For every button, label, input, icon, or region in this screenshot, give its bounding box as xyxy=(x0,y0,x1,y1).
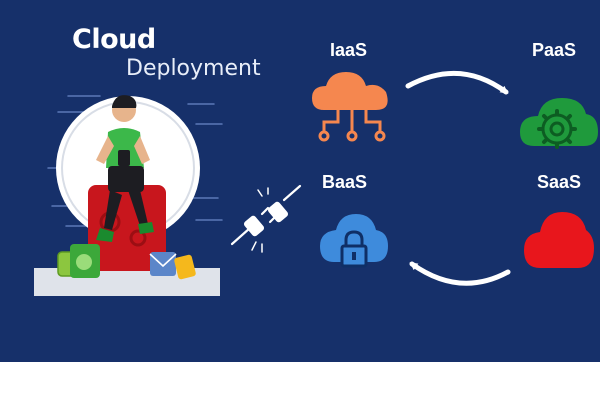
title-line-2: Deployment xyxy=(126,56,261,81)
network-cloud-icon xyxy=(312,72,388,142)
arrow-saas-to-baas xyxy=(409,261,511,286)
cycle-arrows xyxy=(405,70,511,286)
diagram-art xyxy=(34,70,598,296)
title-line-1: Cloud xyxy=(72,24,156,55)
person-illustration xyxy=(34,95,220,296)
plain-cloud-icon xyxy=(524,212,594,268)
plug-connector-icon xyxy=(230,184,302,253)
label-iaas: IaaS xyxy=(330,40,368,60)
label-paas: PaaS xyxy=(532,40,577,60)
diagram-panel: Cloud Deployment IaaS PaaS BaaS SaaS xyxy=(0,0,600,362)
label-saas: SaaS xyxy=(537,172,582,192)
lock-cloud-icon xyxy=(320,214,388,268)
arrow-iaas-to-paas xyxy=(405,70,509,95)
gear-cloud-icon xyxy=(520,98,598,149)
label-baas: BaaS xyxy=(322,172,368,192)
